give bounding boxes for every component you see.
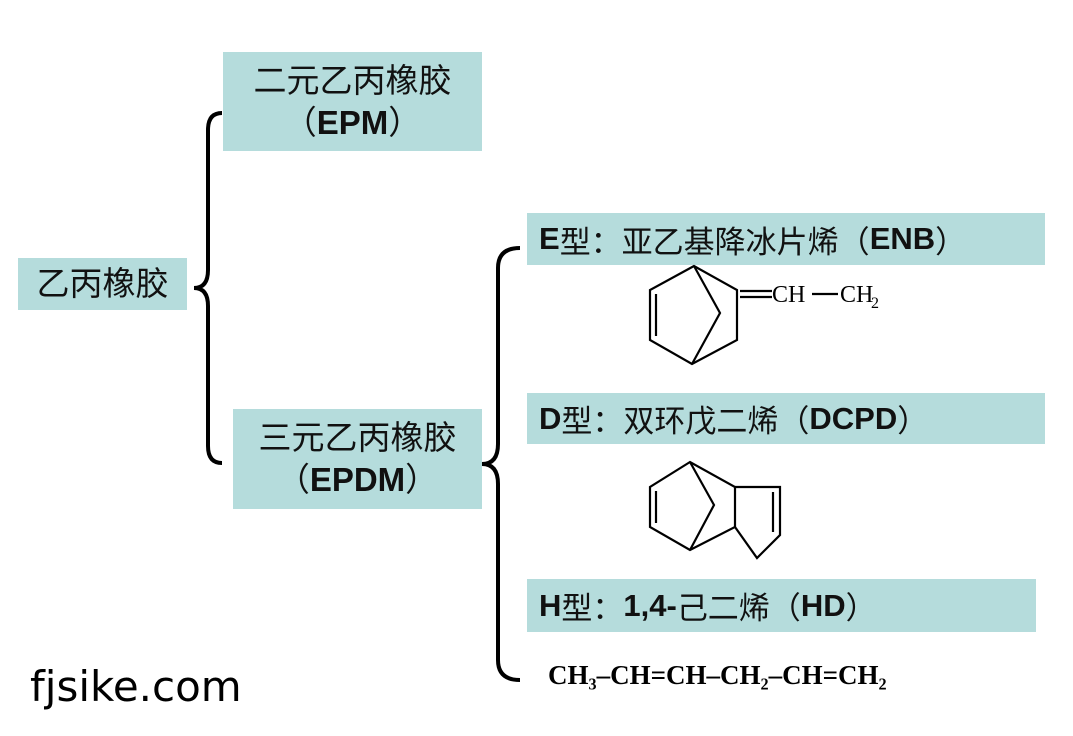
enb-ch: CH (772, 282, 805, 308)
epm-node: 二元乙丙橡胶 （EPM） (223, 52, 482, 151)
brace-epr (193, 111, 223, 465)
epdm-abbr-line: （EPDM） (276, 460, 439, 499)
enb-sub: 2 (871, 295, 879, 312)
dcpd-structure (648, 460, 782, 560)
enb-structure (648, 264, 838, 366)
epdm-name: 三元乙丙橡胶 (258, 418, 457, 457)
hd-formula: CH₃–CH=CH–CH₂–CH=CH₂ (548, 660, 887, 690)
brace-epdm (481, 246, 521, 682)
root-label: 乙丙橡胶 (36, 264, 169, 303)
epdm-node: 三元乙丙橡胶 （EPDM） (233, 409, 482, 509)
watermark: fjsike.com (30, 662, 242, 711)
epm-name: 二元乙丙橡胶 (253, 60, 452, 100)
epm-abbr-line: （EPM） (283, 102, 422, 142)
enb-ch2: CH (840, 282, 873, 308)
root-node: 乙丙橡胶 (18, 258, 187, 310)
